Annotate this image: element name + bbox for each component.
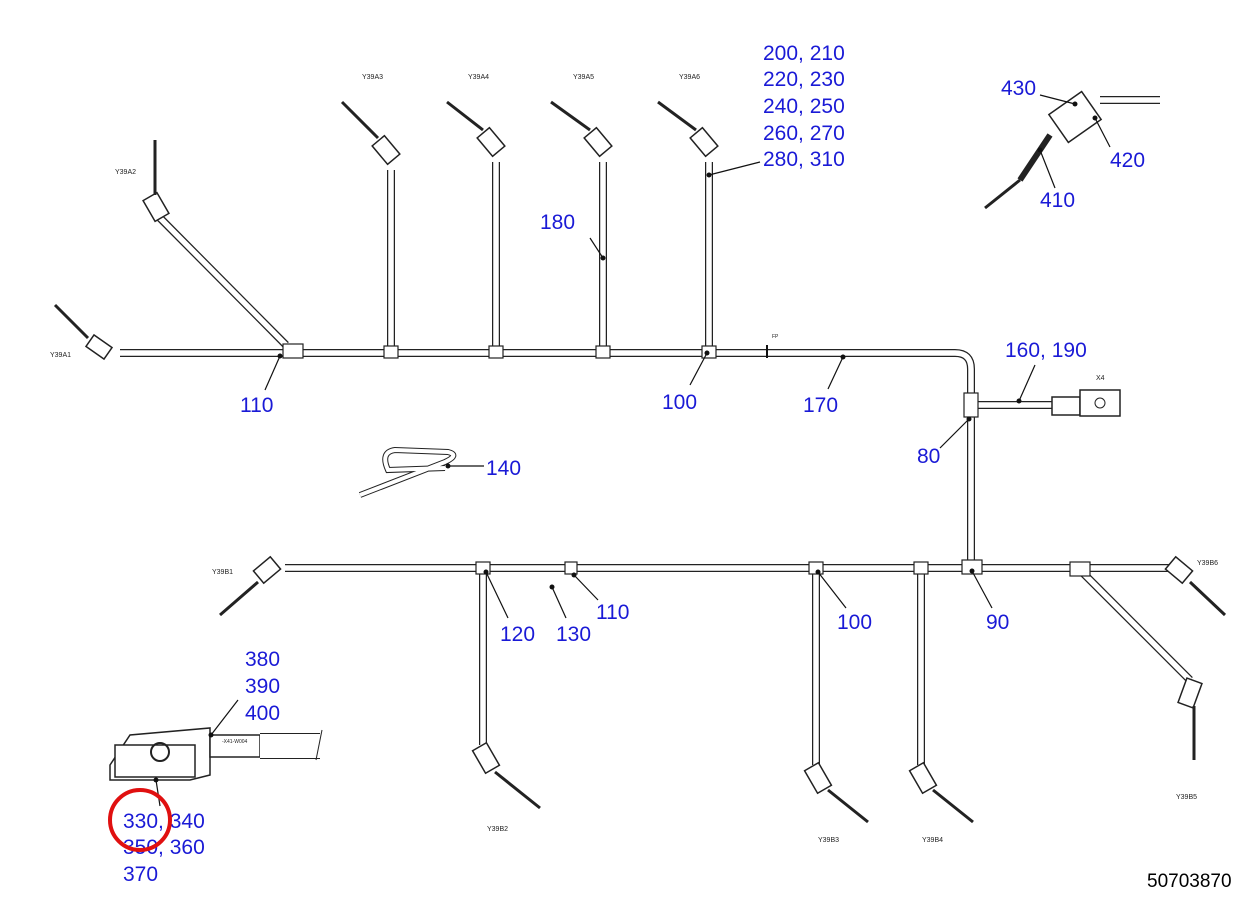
harness-clips xyxy=(282,343,1091,577)
highlight-circle xyxy=(108,788,172,852)
callout-380: 380 xyxy=(245,648,280,671)
callout-170: 170 xyxy=(803,394,838,417)
connector-y39b6 xyxy=(1164,555,1227,617)
callout-180: 180 xyxy=(540,211,575,234)
connector-y39b5 xyxy=(1177,677,1203,760)
label-y39b3: Y39B3 xyxy=(818,837,839,844)
connector-y39a4 xyxy=(446,100,506,158)
label-y39a2: Y39A2 xyxy=(115,169,136,176)
label-y39a6: Y39A6 xyxy=(679,74,700,81)
callout-370: 370 xyxy=(123,863,158,886)
callout-100-lower: 100 xyxy=(837,611,872,634)
callout-240-250: 240, 250 xyxy=(763,95,845,118)
callout-110: 110 xyxy=(240,394,273,417)
callout-200-210: 200, 210 xyxy=(763,42,845,65)
label-y39a1: Y39A1 xyxy=(50,352,71,359)
label-y39b1: Y39B1 xyxy=(212,569,233,576)
callout-390: 390 xyxy=(245,675,280,698)
connector-y39b4 xyxy=(908,761,974,824)
callout-110-lower: 110 xyxy=(596,601,629,624)
callout-80: 80 xyxy=(917,445,940,468)
harness-tubes xyxy=(120,162,1193,765)
document-number: 50703870 xyxy=(1147,871,1232,892)
label-x41: -X41-W004 xyxy=(222,739,248,745)
label-y39b5: Y39B5 xyxy=(1176,794,1197,801)
label-y39a5: Y39A5 xyxy=(573,74,594,81)
callout-280-310: 280, 310 xyxy=(763,148,845,171)
callout-130: 130 xyxy=(556,623,591,646)
callout-100: 100 xyxy=(662,391,697,414)
cable-tie-140 xyxy=(358,446,457,498)
callout-220-230: 220, 230 xyxy=(763,68,845,91)
connector-y39a6 xyxy=(657,100,719,158)
callout-160-190: 160, 190 xyxy=(1005,339,1087,362)
callout-410: 410 xyxy=(1040,189,1075,212)
label-y39a3: Y39A3 xyxy=(362,74,383,81)
connector-y39a3 xyxy=(340,100,401,166)
callout-330-340: 330, 340 xyxy=(123,810,205,833)
leader-lines xyxy=(153,94,1111,807)
connector-detail-430 xyxy=(984,90,1160,210)
connector-y39a1 xyxy=(53,303,114,361)
callout-430: 430 xyxy=(1001,77,1036,100)
label-y39b6: Y39B6 xyxy=(1197,560,1218,567)
callout-260-270: 260, 270 xyxy=(763,122,845,145)
label-fp: FP xyxy=(772,334,779,340)
label-y39a4: Y39A4 xyxy=(468,74,489,81)
connector-y39b3 xyxy=(803,761,869,824)
connector-y39a5 xyxy=(550,100,613,158)
connector-x41 xyxy=(109,727,323,781)
callout-90: 90 xyxy=(986,611,1009,634)
callout-420: 420 xyxy=(1110,149,1145,172)
callout-400: 400 xyxy=(245,702,280,725)
label-y39b4: Y39B4 xyxy=(922,837,943,844)
connector-labels: Y39A3 Y39A4 Y39A5 Y39A6 Y39A2 Y39A1 FP X… xyxy=(50,74,1218,844)
label-y39b2: Y39B2 xyxy=(487,826,508,833)
callouts: 200, 210 220, 230 240, 250 260, 270 280,… xyxy=(123,42,1145,886)
callout-350-360: 350, 360 xyxy=(123,836,205,859)
label-x4: X4 xyxy=(1096,375,1105,382)
callout-120: 120 xyxy=(500,623,535,646)
callout-140: 140 xyxy=(486,457,521,480)
connector-y39a2 xyxy=(142,140,170,223)
connector-y39b2 xyxy=(471,741,541,810)
connector-x4 xyxy=(1051,389,1121,417)
connector-y39b1 xyxy=(219,555,282,617)
connectors xyxy=(53,90,1227,824)
